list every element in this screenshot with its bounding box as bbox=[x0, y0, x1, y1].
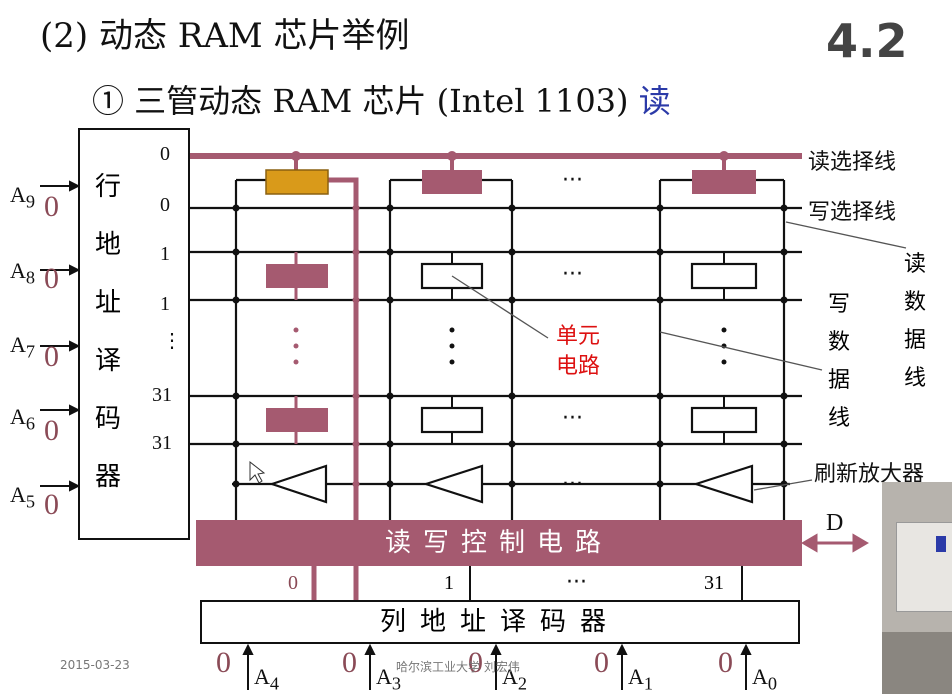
address-value: 0 bbox=[468, 646, 483, 679]
data-port-arrow bbox=[801, 533, 869, 553]
address-line-a9: A9 bbox=[10, 182, 36, 212]
address-value: 0 bbox=[44, 340, 59, 373]
write-select-line-label: 写选择线 bbox=[808, 200, 897, 225]
address-line-a5: A5 bbox=[10, 482, 36, 512]
row-address-decoder: 行地址译码器 bbox=[78, 128, 190, 540]
page-subtitle: ① 三管动态 RAM 芯片 (Intel 1103) 读 bbox=[92, 76, 671, 122]
subtitle-accent: 读 bbox=[638, 82, 671, 120]
cell bbox=[690, 262, 758, 290]
address-value: 0 bbox=[44, 190, 59, 223]
address-line-a1: A1 bbox=[628, 664, 654, 694]
row-number: 31 bbox=[152, 384, 172, 406]
address-value: 0 bbox=[216, 646, 231, 679]
cell bbox=[420, 406, 484, 434]
column-ellipsis: ··· bbox=[562, 262, 583, 287]
address-value: 0 bbox=[718, 646, 733, 679]
column-ellipsis: ··· bbox=[562, 472, 583, 497]
row-number: ⋮ bbox=[162, 330, 182, 352]
column-output-0: 0 bbox=[288, 572, 298, 594]
cell bbox=[692, 170, 756, 194]
address-value: 0 bbox=[594, 646, 609, 679]
address-line-a4: A4 bbox=[254, 664, 280, 694]
column-address-decoder: 列地址译码器 bbox=[200, 600, 800, 644]
refresh-amps bbox=[268, 464, 754, 504]
column-ellipsis: ··· bbox=[562, 168, 583, 193]
row-decoder-label: 行地址译码器 bbox=[94, 172, 121, 492]
video-screen-glyph bbox=[936, 536, 946, 552]
mouse-cursor-icon bbox=[249, 460, 266, 484]
address-value: 0 bbox=[44, 488, 59, 521]
footer-author: 哈尔滨工业大学 刘宏伟 bbox=[396, 660, 520, 674]
data-port-label: D bbox=[826, 510, 844, 536]
address-value: 0 bbox=[44, 262, 59, 295]
row-number: 0 bbox=[160, 194, 170, 216]
cell bbox=[266, 408, 328, 432]
column-output-1: 1 bbox=[444, 572, 454, 594]
column-output-ellipsis: ··· bbox=[566, 570, 587, 595]
address-value: 0 bbox=[44, 414, 59, 447]
row-number: 31 bbox=[152, 432, 172, 454]
video-floor bbox=[882, 632, 952, 694]
address-line-a7: A7 bbox=[10, 332, 36, 362]
subtitle-text: ① 三管动态 RAM 芯片 (Intel 1103) bbox=[92, 82, 629, 120]
address-line-a2: A2 bbox=[502, 664, 528, 694]
read-select-line-label: 读选择线 bbox=[808, 150, 897, 175]
column-output-31: 31 bbox=[704, 572, 724, 594]
cell-circuit-label: 单元电路 bbox=[556, 324, 601, 379]
row-number: 1 bbox=[160, 243, 170, 265]
address-line-a8: A8 bbox=[10, 258, 36, 288]
row-lines bbox=[190, 206, 802, 486]
column-ellipsis: ··· bbox=[562, 406, 583, 431]
read-data-line-label: 读数据线 bbox=[903, 252, 926, 391]
address-line-a0: A0 bbox=[752, 664, 778, 694]
footer-date: 2015-03-23 bbox=[60, 658, 130, 672]
address-line-a3: A3 bbox=[376, 664, 402, 694]
cell bbox=[690, 406, 758, 434]
section-badge: 4.2 bbox=[826, 14, 908, 68]
highlight-cell bbox=[265, 169, 329, 195]
address-value: 0 bbox=[342, 646, 357, 679]
read-path bbox=[328, 177, 359, 600]
write-data-line-label: 写数据线 bbox=[827, 292, 850, 431]
cell bbox=[422, 170, 482, 194]
row-number: 0 bbox=[160, 143, 170, 165]
presenter-video-thumbnail bbox=[882, 482, 952, 694]
row-number: 1 bbox=[160, 293, 170, 315]
page-title: (2) 动态 RAM 芯片举例 bbox=[40, 16, 410, 56]
read-write-control-circuit: 读写控制电路 bbox=[196, 520, 802, 566]
address-line-a6: A6 bbox=[10, 404, 36, 434]
cell bbox=[266, 264, 328, 288]
